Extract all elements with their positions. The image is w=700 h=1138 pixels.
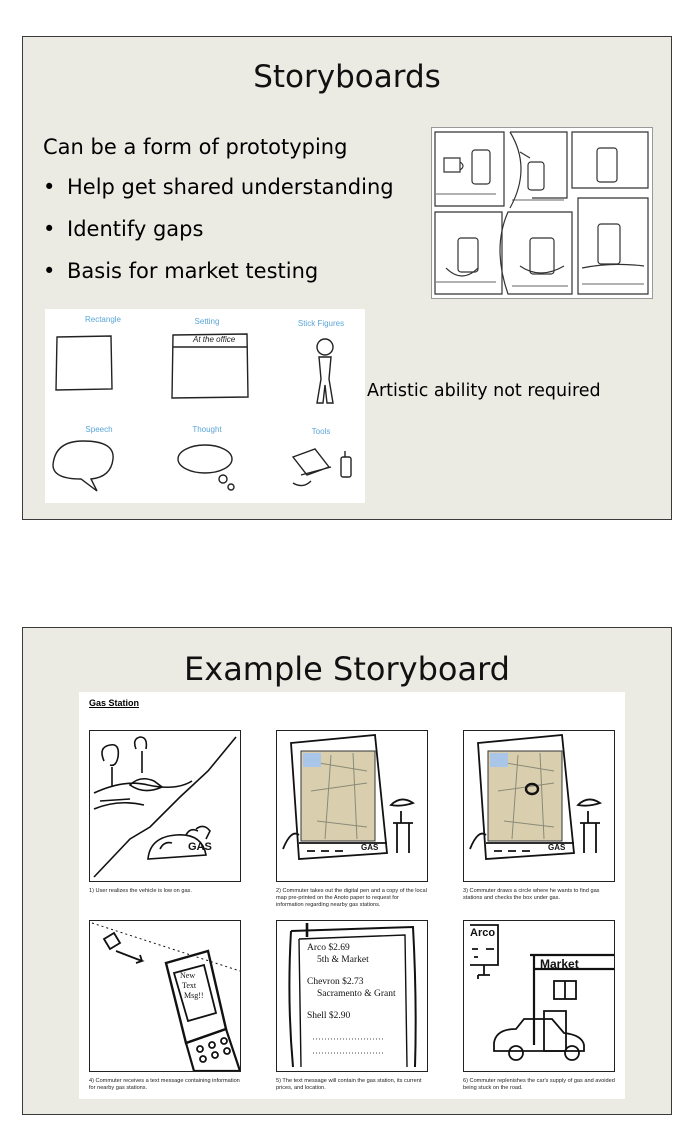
- sms-line: Chevron $2.73: [307, 977, 364, 987]
- storyboard-caption-2: 2) Commuter takes out the digital pen an…: [276, 888, 427, 908]
- storyboard-frame-6: Arco Market: [463, 920, 615, 1072]
- sketch-label: Setting: [194, 317, 220, 326]
- storyboard-frame-4: New Text Msg!!: [89, 920, 242, 1073]
- market-sign: Market: [540, 957, 579, 971]
- bullet-item: •Identify gaps: [43, 217, 204, 241]
- bullet-item: •Basis for market testing: [43, 259, 319, 283]
- storyboard-caption-3: 3) Commuter draws a circle where he want…: [463, 888, 600, 901]
- sms-line: Shell $2.90: [307, 1011, 351, 1021]
- sketch-label: Thought: [192, 425, 222, 434]
- slide-storyboards: Storyboards Can be a form of prototyping…: [22, 36, 672, 520]
- slide-title: Storyboards: [253, 59, 441, 95]
- sms-line: Arco $2.69: [307, 943, 350, 953]
- sketch-label: Stick Figures: [297, 319, 345, 328]
- storyboard-caption-1: 1) User realizes the vehicle is low on g…: [89, 888, 192, 894]
- bullet-item: •Help get shared understanding: [43, 175, 394, 199]
- arco-sign: Arco: [470, 927, 496, 939]
- coffee-storyboard-image: [431, 127, 653, 299]
- artistic-note: Artistic ability not required: [367, 381, 601, 401]
- storyboard-caption-6: 6) Commuter replenishes the car's supply…: [463, 1078, 615, 1091]
- sms-line: 5th & Market: [317, 955, 369, 965]
- phone-text-3: Msg!!: [184, 991, 204, 1000]
- sms-line: Sacramento & Grant: [317, 989, 396, 999]
- intro-text: Can be a form of prototyping: [43, 135, 348, 159]
- sketch-label: Rectangle: [84, 315, 122, 324]
- storyboard-frame-3: GAS: [463, 730, 615, 882]
- phone-text-1: New: [180, 971, 196, 980]
- storyboard-caption-4: 4) Commuter receives a text message cont…: [89, 1078, 240, 1091]
- sketch-label: Tools: [311, 427, 331, 436]
- slide-title: Example Storyboard: [184, 650, 510, 688]
- gas-label: GAS: [361, 843, 379, 852]
- sketch-basics-image: Rectangle Setting Stick Figures Speech T…: [45, 309, 365, 503]
- storyboard-frame-5: Arco $2.69 5th & Market Chevron $2.73 Sa…: [276, 920, 428, 1072]
- slide-example-storyboard: Example Storyboard Gas Station GAS 1) Us…: [22, 627, 672, 1115]
- phone-text-2: Text: [182, 981, 197, 990]
- storyboard-frame-2: GAS: [276, 730, 428, 882]
- gas-label: GAS: [548, 843, 566, 852]
- storyboard-caption-5: 5) The text message will contain the gas…: [276, 1078, 422, 1091]
- storyboard-heading: Gas Station: [89, 698, 140, 708]
- storyboard-frame-1: GAS: [89, 730, 241, 882]
- gas-label: GAS: [188, 841, 212, 853]
- setting-window-text: At the office: [193, 335, 236, 344]
- bullet-list: •Help get shared understanding •Identify…: [43, 175, 394, 301]
- sketch-label: Speech: [85, 425, 113, 434]
- gas-station-storyboard: Gas Station GAS 1) User realizes the veh…: [79, 692, 625, 1099]
